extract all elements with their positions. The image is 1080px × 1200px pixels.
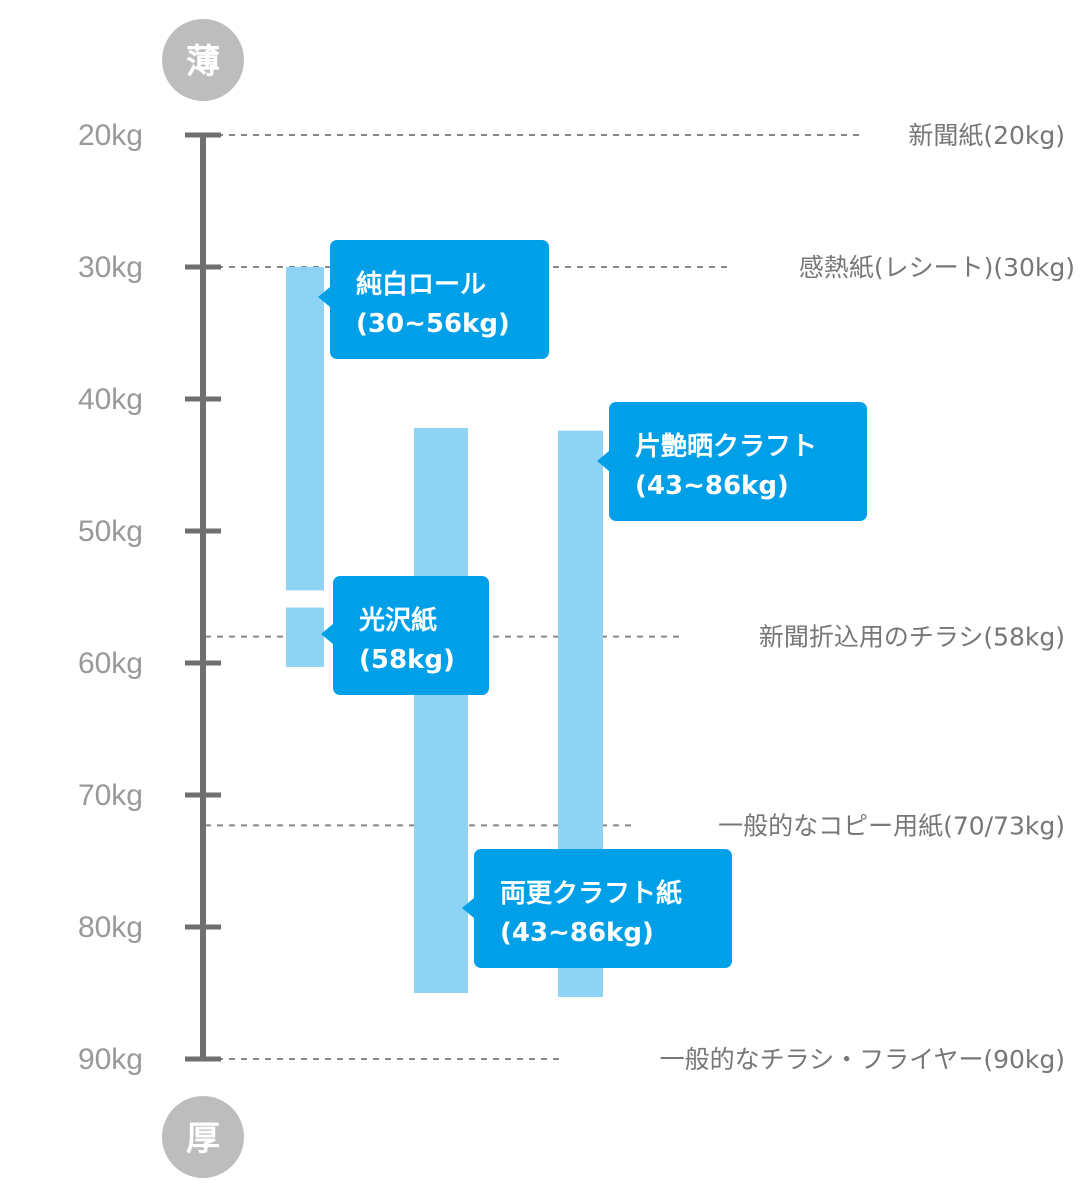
callout-title: 両更クラフト紙 — [500, 878, 682, 909]
axis-tick-label: 40kg — [78, 383, 143, 416]
axis-ticks: 20kg 30kg 40kg 50kg 60kg 70kg 80kg 90kg — [78, 119, 221, 1076]
range-bar — [286, 607, 324, 667]
callout-box — [609, 402, 867, 521]
callout: 光沢紙 (58kg) — [321, 576, 489, 695]
reference-label: 新聞折込用のチラシ(58kg) — [759, 623, 1065, 652]
bottom-endpoint-circle — [162, 1096, 244, 1178]
callout-range: (43~86kg) — [500, 918, 654, 948]
callout-box — [333, 576, 489, 695]
callout-title: 純白ロール — [356, 269, 486, 300]
callout-pointer — [462, 898, 474, 918]
callout-range: (43~86kg) — [635, 471, 789, 501]
callout: 純白ロール (30~56kg) — [318, 240, 549, 359]
bottom-endpoint: 厚 — [162, 1096, 244, 1178]
range-bar — [414, 428, 468, 993]
reference-label: 感熱紙(レシート)(30kg) — [799, 253, 1075, 282]
reference-label: 一般的なチラシ・フライヤー(90kg) — [660, 1045, 1065, 1074]
top-endpoint-circle — [162, 19, 244, 101]
callout-range: (58kg) — [359, 645, 455, 675]
range-bar — [286, 267, 324, 591]
top-endpoint: 薄 — [162, 19, 244, 101]
callout: 片艶晒クラフト (43~86kg) — [597, 402, 867, 521]
callout-box — [330, 240, 549, 359]
callout-pointer — [321, 624, 333, 644]
callout-title: 片艶晒クラフト — [635, 431, 817, 462]
callout-range: (30~56kg) — [356, 309, 510, 339]
reference-lines: 新聞紙(20kg) 感熱紙(レシート)(30kg) 新聞折込用のチラシ(58kg) 一… — [205, 121, 1075, 1074]
axis-tick-label: 90kg — [78, 1043, 143, 1076]
top-endpoint-label: 薄 — [186, 42, 220, 82]
axis-tick-label: 50kg — [78, 515, 143, 548]
bottom-endpoint-label: 厚 — [186, 1119, 220, 1159]
callout-title: 光沢紙 — [358, 605, 437, 636]
callout-box — [474, 849, 732, 968]
callout-pointer — [597, 451, 609, 471]
reference-label: 新聞紙(20kg) — [908, 121, 1065, 150]
callout-pointer — [318, 287, 330, 307]
axis-tick-label: 20kg — [78, 119, 143, 152]
axis-tick-label: 70kg — [78, 779, 143, 812]
axis-tick-label: 30kg — [78, 251, 143, 284]
callouts: 純白ロール(30~56kg)光沢紙(58kg)両更クラフト紙(43~86kg)片… — [318, 240, 867, 968]
callout: 両更クラフト紙 (43~86kg) — [462, 849, 732, 968]
reference-label: 一般的なコピー用紙(70/73kg) — [718, 811, 1065, 840]
axis-tick-label: 60kg — [78, 647, 143, 680]
axis-tick-label: 80kg — [78, 911, 143, 944]
